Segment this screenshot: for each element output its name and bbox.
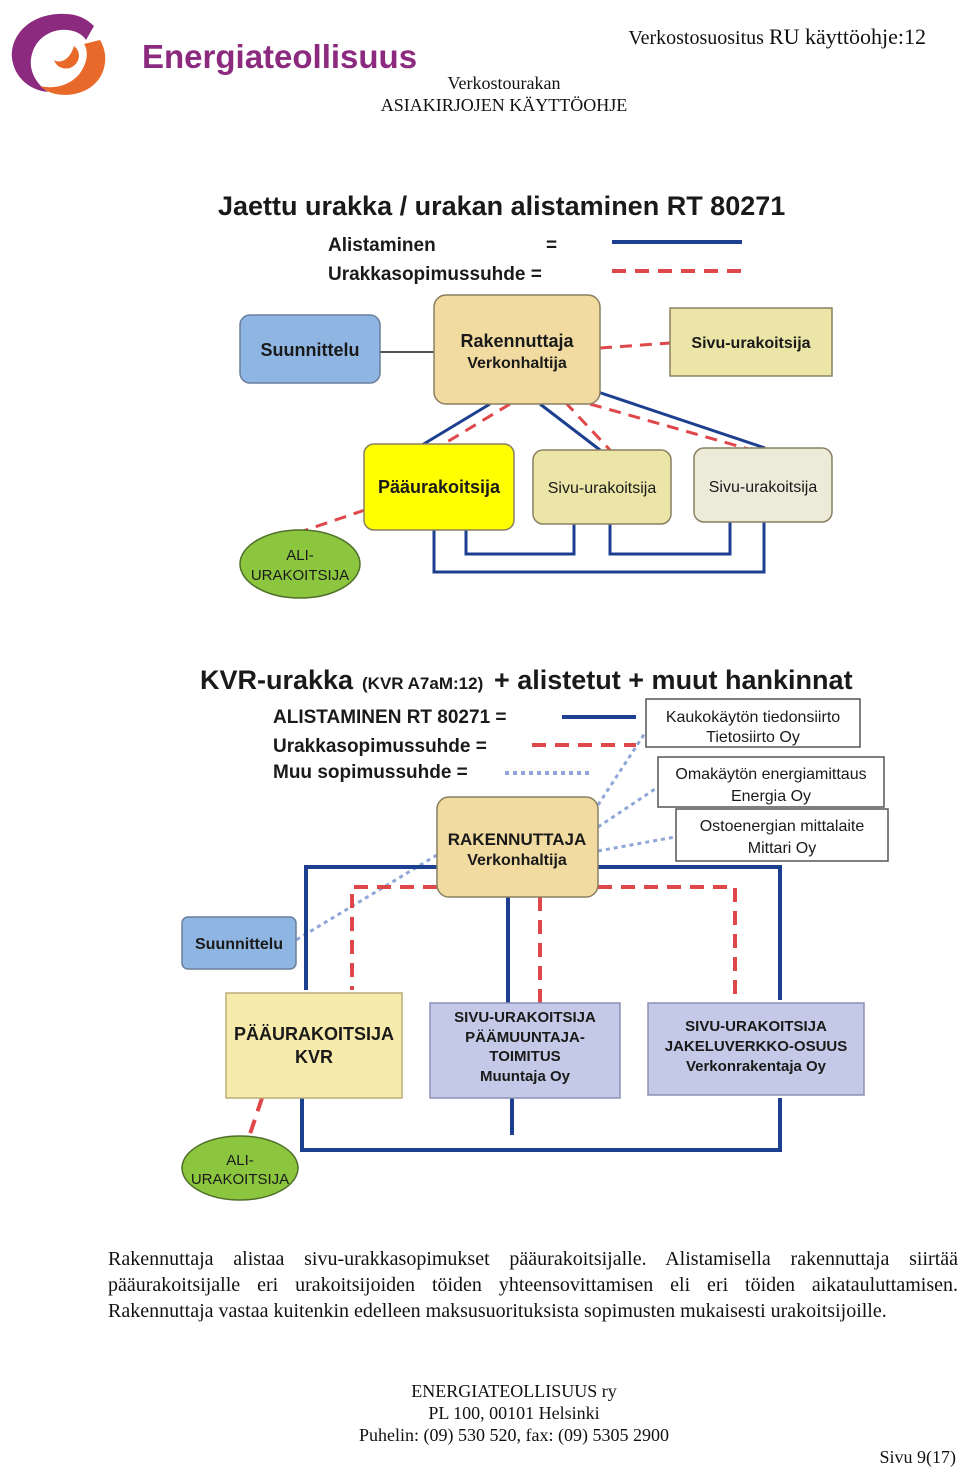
- diagram-kvr-urakka: KVR-urakka (KVR A7aM:12) + alistetut + m…: [181, 665, 889, 1201]
- doc-ref-main: RU käyttöohje:12: [768, 24, 926, 49]
- d2-dot-ostoenergia: [597, 835, 676, 853]
- d1-box-sivu-mid: [532, 449, 672, 525]
- logo-mark-orange: [40, 40, 106, 95]
- d1-label-paaurakoitsija: Pääurakoitsija: [378, 477, 501, 497]
- d2-legend-alistaminen: ALISTAMINEN RT 80271 =: [273, 707, 507, 728]
- footer-line-1: ENERGIATEOLLISUUS ry: [411, 1381, 617, 1401]
- d2-title-a: KVR-urakka: [200, 665, 354, 695]
- d1-line-rak-paa: [421, 402, 491, 447]
- d2-label-rakennuttaja-2: Verkonhaltija: [467, 852, 567, 869]
- d1-line-rak-sivu-r: [597, 390, 766, 450]
- d2-label-paaurak-1: PÄÄURAKOITSIJA: [234, 1024, 394, 1044]
- d1-dash-rak-paa: [441, 402, 511, 447]
- footer-address: ENERGIATEOLLISUUS ry PL 100, 00101 Helsi…: [270, 1380, 758, 1446]
- d2-label-sivu1-1: SIVU-URAKOITSIJA: [454, 1009, 596, 1026]
- d1-line-paa-sivu: [539, 402, 601, 452]
- d2-box-omakaytto: [657, 756, 885, 808]
- d2-dot-suunnittelu: [295, 853, 438, 942]
- d1-label-sivu-top: Sivu-urakoitsija: [691, 335, 810, 352]
- d2-box-suunnittelu: [181, 916, 297, 970]
- d2-box-ostoenergia: [675, 808, 889, 862]
- d2-label-ali-2: URAKOITSIJA: [191, 1171, 289, 1188]
- d1-dash-rak-sivu: [563, 400, 612, 452]
- page-number: Sivu 9(17): [879, 1447, 957, 1467]
- d1-box-rakennuttaja: [433, 294, 601, 405]
- d2-label-rakennuttaja-1: RAKENNUTTAJA: [448, 830, 587, 849]
- d1-dash-paa-ali: [299, 508, 366, 534]
- d2-title-b: (KVR A7aM:12): [362, 674, 483, 693]
- d2-blue-frame: [300, 865, 782, 1152]
- diagram-jaettu-urakka: Jaettu urakka / urakan alistaminen RT 80…: [218, 191, 833, 599]
- d2-box-paaurakoitsija: [225, 992, 403, 1099]
- d1-box-sivu-top: [669, 307, 833, 377]
- footer-line-3: Puhelin: (09) 530 520, fax: (09) 5305 29…: [359, 1425, 669, 1445]
- d1-label-rakennuttaja-1: Rakennuttaja: [460, 331, 574, 351]
- d1-label-ali-1: ALI-: [286, 547, 314, 564]
- footer-line-2: PL 100, 00101 Helsinki: [428, 1403, 600, 1423]
- logo-mark-purple: [11, 13, 94, 93]
- d1-dash-sivu-top: [599, 341, 671, 350]
- d1-label-sivu-right: Sivu-urakoitsija: [709, 479, 818, 496]
- d1-box-suunnittelu: [239, 314, 381, 384]
- d2-label-ostoenergia-1: Ostoenergian mittalaite: [700, 818, 865, 835]
- d2-label-sivu2-2: JAKELUVERKKO-OSUUS: [665, 1038, 848, 1055]
- d2-label-sivu1-4: Muuntaja Oy: [480, 1068, 571, 1085]
- d1-legend-eq: =: [546, 235, 557, 256]
- d2-box-kauko: [645, 698, 861, 748]
- d1-label-rakennuttaja-2: Verkonhaltija: [467, 355, 567, 372]
- d2-label-paaurak-2: KVR: [295, 1047, 333, 1067]
- d1-box-paaurakoitsija: [363, 443, 515, 531]
- d2-label-omakaytto-2: Energia Oy: [731, 788, 811, 805]
- d2-dot-omakaytto: [597, 785, 659, 829]
- d1-label-sivu-mid: Sivu-urakoitsija: [548, 480, 657, 497]
- d1-bracket-inner: [464, 524, 576, 556]
- d1-label-ali-2: URAKOITSIJA: [251, 567, 349, 584]
- d1-legend-urakka: Urakkasopimussuhde =: [328, 264, 542, 285]
- d1-label-suunnittelu: Suunnittelu: [261, 340, 360, 360]
- d1-bracket-inner2: [608, 522, 732, 556]
- d2-label-omakaytto-1: Omakäytön energiamittaus: [675, 766, 866, 783]
- d1-box-sivu-right: [693, 447, 833, 523]
- d2-label-ali-1: ALI-: [226, 1152, 254, 1169]
- d2-label-sivu2-3: Verkonrakentaja Oy: [686, 1058, 827, 1075]
- energiateollisuus-logo: Energiateollisuus: [4, 6, 424, 98]
- document-subtitle: Verkostourakan ASIAKIRJOJEN KÄYTTÖOHJE: [300, 72, 708, 116]
- subtitle-line-1: Verkostourakan: [447, 73, 561, 93]
- d2-label-sivu2-1: SIVU-URAKOITSIJA: [685, 1018, 827, 1035]
- d2-title-c: + alistetut + muut hankinnat: [494, 665, 853, 695]
- d2-box-rakennuttaja: [436, 796, 599, 898]
- d1-bracket-outer: [432, 522, 766, 574]
- d2-label-suunnittelu: Suunnittelu: [195, 936, 283, 953]
- d2-label-kauko-1: Kaukokäytön tiedonsiirto: [666, 709, 840, 726]
- d2-dot-kauko: [596, 732, 647, 806]
- d2-legend-urakka: Urakkasopimussuhde =: [273, 736, 487, 757]
- d2-label-kauko-2: Tietosiirto Oy: [706, 729, 800, 746]
- d1-title: Jaettu urakka / urakan alistaminen RT 80…: [218, 191, 785, 221]
- d1-legend-alistaminen: Alistaminen: [328, 235, 436, 256]
- d1-ellipse-ali: [239, 529, 361, 599]
- d1-dash-rak-sivu-r: [589, 402, 753, 452]
- d2-label-ostoenergia-2: Mittari Oy: [748, 840, 816, 857]
- d2-box-sivu1: [429, 1002, 621, 1099]
- d2-box-sivu2: [647, 1002, 865, 1096]
- document-reference: Verkostosuositus RU käyttöohje:12: [628, 24, 926, 50]
- doc-ref-prefix: Verkostosuositus: [628, 27, 764, 49]
- d2-ellipse-ali: [181, 1135, 299, 1201]
- d2-red-frame: [350, 885, 737, 1003]
- d2-legend-muu: Muu sopimussuhde =: [273, 762, 468, 783]
- subtitle-line-2: ASIAKIRJOJEN KÄYTTÖOHJE: [380, 95, 628, 115]
- body-paragraph: Rakennuttaja alistaa sivu-urakkasopimuks…: [108, 1248, 958, 1322]
- d2-label-sivu1-2: PÄÄMUUNTAJA-: [465, 1029, 585, 1046]
- d2-red-paa-ali: [246, 1097, 264, 1141]
- logo-wordmark: Energiateollisuus: [142, 38, 417, 75]
- d2-label-sivu1-3: TOIMITUS: [489, 1048, 560, 1065]
